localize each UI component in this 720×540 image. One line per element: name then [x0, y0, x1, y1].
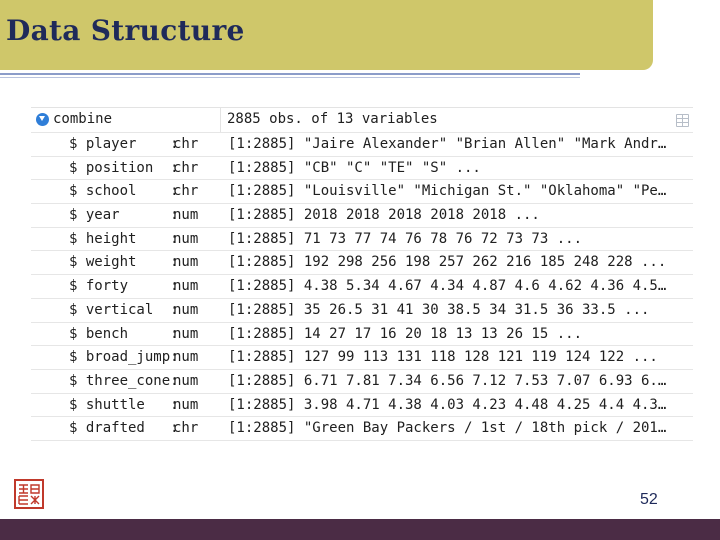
variable-name: $ shuttle : — [69, 396, 179, 413]
variable-type: num — [173, 396, 199, 413]
variable-name: $ player : — [69, 136, 179, 152]
variable-preview: [1:2885] "CB" "C" "TE" "S" ... — [228, 159, 481, 176]
grid-view-icon[interactable] — [676, 114, 689, 127]
title-underline — [0, 73, 580, 75]
variable-preview: [1:2885] 71 73 77 74 76 78 76 72 73 73 .… — [228, 230, 583, 247]
variable-row[interactable]: $ weight :num [1:2885] 192 298 256 198 25… — [31, 251, 693, 276]
variable-type: chr — [173, 159, 199, 176]
variable-preview: [1:2885] 192 298 256 198 257 262 216 185… — [228, 254, 667, 271]
title-underline-secondary — [0, 77, 580, 78]
environment-panel: combine 2885 obs. of 13 variables $ play… — [31, 107, 693, 441]
variable-type: num — [173, 207, 199, 224]
variable-preview: [1:2885] 127 99 113 131 118 128 121 119 … — [228, 349, 658, 366]
variable-name: $ vertical : — [69, 301, 179, 318]
variable-type: num — [173, 254, 199, 271]
variable-name: $ position : — [69, 159, 179, 176]
variable-name: $ weight : — [69, 254, 179, 271]
footer-bar — [0, 519, 720, 540]
variable-row[interactable]: $ broad_jump:num [1:2885] 127 99 113 131 … — [31, 346, 693, 370]
title-banner: Data Structure — [0, 0, 653, 70]
variable-type: num — [173, 301, 199, 318]
variable-type: chr — [173, 183, 199, 200]
variable-type: num — [173, 278, 199, 295]
variable-name: $ forty : — [69, 278, 179, 295]
variable-row[interactable]: $ forty :num [1:2885] 4.38 5.34 4.67 4.34… — [31, 275, 693, 299]
variable-preview: [1:2885] 14 27 17 16 20 18 13 13 26 15 .… — [228, 325, 583, 342]
variable-type: num — [173, 325, 199, 342]
variable-row[interactable]: $ school :chr [1:2885] "Louisville" "Mich… — [31, 180, 693, 205]
variable-type: num — [173, 230, 199, 247]
variable-row[interactable]: $ drafted :chr [1:2885] "Green Bay Packer… — [31, 417, 693, 441]
slide-title: Data Structure — [6, 14, 245, 47]
seal-logo-icon — [14, 479, 44, 509]
variable-preview: [1:2885] 4.38 5.34 4.67 4.34 4.87 4.6 4.… — [228, 278, 667, 295]
variable-preview: [1:2885] 35 26.5 31 41 30 38.5 34 31.5 3… — [228, 301, 650, 318]
variable-preview: [1:2885] "Green Bay Packers / 1st / 18th… — [228, 420, 667, 437]
variable-type: chr — [173, 420, 199, 437]
variable-name: $ three_cone: — [69, 372, 179, 389]
variable-name: $ bench : — [69, 325, 179, 342]
variable-row[interactable]: $ player :chr [1:2885] "Jaire Alexander" … — [31, 133, 693, 157]
variable-name: $ broad_jump: — [69, 349, 179, 366]
variable-name: $ school : — [69, 183, 179, 200]
variable-name: $ drafted : — [69, 420, 179, 437]
variable-row[interactable]: $ position :chr [1:2885] "CB" "C" "TE" "S… — [31, 157, 693, 181]
variable-name: $ height : — [69, 230, 179, 247]
variable-row[interactable]: $ vertical :num [1:2885] 35 26.5 31 41 30… — [31, 299, 693, 323]
variable-row[interactable]: $ bench :num [1:2885] 14 27 17 16 20 18 1… — [31, 323, 693, 347]
variable-preview: [1:2885] 3.98 4.71 4.38 4.03 4.23 4.48 4… — [228, 396, 667, 413]
variable-name: $ year : — [69, 207, 179, 224]
column-separator — [220, 108, 221, 132]
object-summary: 2885 obs. of 13 variables — [227, 111, 438, 127]
variable-row[interactable]: $ year :num [1:2885] 2018 2018 2018 2018 … — [31, 204, 693, 228]
variable-preview: [1:2885] 2018 2018 2018 2018 2018 ... — [228, 207, 540, 224]
variable-preview: [1:2885] "Jaire Alexander" "Brian Allen"… — [228, 136, 667, 152]
variable-row[interactable]: $ three_cone:num [1:2885] 6.71 7.81 7.34 … — [31, 370, 693, 394]
object-row-combine[interactable]: combine 2885 obs. of 13 variables — [31, 108, 693, 133]
variable-type: num — [173, 372, 199, 389]
variable-type: num — [173, 349, 199, 366]
variable-preview: [1:2885] 6.71 7.81 7.34 6.56 7.12 7.53 7… — [228, 372, 667, 389]
variable-row[interactable]: $ shuttle :num [1:2885] 3.98 4.71 4.38 4.… — [31, 394, 693, 418]
object-name: combine — [53, 111, 113, 127]
variable-row[interactable]: $ height :num [1:2885] 71 73 77 74 76 78 … — [31, 228, 693, 252]
variable-preview: [1:2885] "Louisville" "Michigan St." "Ok… — [228, 183, 667, 200]
variable-type: chr — [173, 136, 199, 152]
page-number: 52 — [640, 491, 658, 508]
expand-collapse-icon[interactable] — [36, 113, 49, 126]
variable-list: $ player :chr[1:2885] "Jaire Alexander" … — [31, 133, 693, 441]
